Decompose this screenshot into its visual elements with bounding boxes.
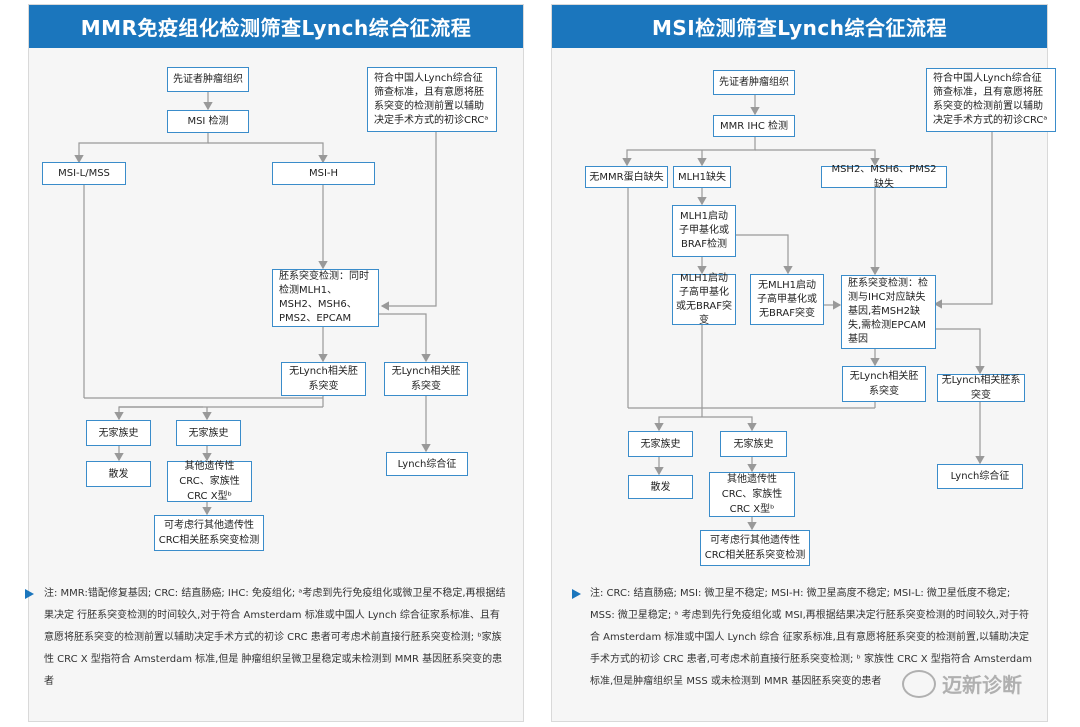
note-arrow-icon — [25, 589, 34, 599]
mutation-box: 无Lynch相关胚系突变 — [937, 374, 1025, 402]
right-connectors — [622, 95, 993, 531]
no-hypermethylation-box: 无MLH1启动子高甲基化或无BRAF突变 — [750, 274, 824, 325]
no-mutation-box: 无Lynch相关胚系突变 — [842, 366, 926, 402]
msi-l-mss-box: MSI-L/MSS — [42, 162, 126, 185]
proband-box: 先证者肿瘤组织 — [167, 67, 249, 92]
note-arrow-icon — [572, 589, 581, 599]
right-note: 注: CRC: 结直肠癌; MSI: 微卫星不稳定; MSI-H: 微卫星高度不… — [590, 588, 1032, 687]
no-mutation-box: 无Lynch相关胚系突变 — [281, 362, 366, 396]
msi-h-box: MSI-H — [272, 162, 375, 185]
watermark: 迈新诊断 — [902, 669, 1022, 698]
watermark-text: 迈新诊断 — [942, 673, 1022, 697]
right-title: MSI检测筛查Lynch综合征流程 — [552, 5, 1047, 48]
family-history-box: 无家族史 — [176, 420, 241, 446]
criteria-box: 符合中国人Lynch综合征筛查标准，且有意愿将胚系突变的检测前置以辅助决定手术方… — [926, 68, 1056, 132]
consider-test-box: 可考虑行其他遗传性CRC相关胚系突变检测 — [154, 515, 264, 551]
mlh1-loss-box: MLH1缺失 — [673, 166, 731, 188]
criteria-box: 符合中国人Lynch综合征筛查标准，且有意愿将胚系突变的检测前置以辅助决定手术方… — [367, 67, 497, 132]
right-panel: MSI检测筛查Lynch综合征流程 — [551, 4, 1056, 722]
mlh1-methylation-test-box: MLH1启动子甲基化或BRAF检测 — [672, 205, 736, 257]
sporadic-box: 散发 — [628, 475, 693, 499]
no-family-history-box: 无家族史 — [628, 431, 693, 457]
msh-loss-box: MSH2、MSH6、PMS2 缺失 — [821, 164, 947, 190]
germline-test-box: 胚系突变检测：检测与IHC对应缺失基因,若MSH2缺失,需检测EPCAM基因 — [841, 275, 936, 349]
other-hereditary-box: 其他遗传性CRC、家族性CRC X型ᵇ — [709, 472, 795, 517]
left-connectors — [74, 91, 437, 516]
family-history-box: 无家族史 — [720, 431, 787, 457]
mlh1-hypermethylation-box: MLH1启动子高甲基化或无BRAF突变 — [672, 273, 736, 326]
left-note: 注: MMR:错配修复基因; CRC: 结直肠癌; IHC: 免疫组化; ᵃ考虑… — [44, 588, 506, 687]
mmr-ihc-box: MMR IHC 检测 — [713, 115, 795, 137]
lynch-syndrome-box: Lynch综合征 — [386, 452, 468, 476]
left-title: MMR免疫组化检测筛查Lynch综合征流程 — [29, 5, 523, 48]
left-panel: MMR免疫组化检测筛查Lynch综合征流程 先证者肿瘤组织 — [25, 4, 524, 722]
wechat-icon — [902, 669, 936, 698]
other-hereditary-box: 其他遗传性CRC、家族性CRC X型ᵇ — [167, 461, 252, 502]
sporadic-box: 散发 — [86, 461, 151, 487]
proband-box: 先证者肿瘤组织 — [713, 70, 795, 95]
mutation-box: 无Lynch相关胚系突变 — [384, 362, 468, 396]
consider-test-box: 可考虑行其他遗传性CRC相关胚系突变检测 — [700, 530, 810, 566]
lynch-syndrome-box: Lynch综合征 — [937, 464, 1023, 489]
germline-test-box: 胚系突变检测：同时检测MLH1、MSH2、MSH6、PMS2、EPCAM — [272, 269, 379, 327]
no-mmr-loss-box: 无MMR蛋白缺失 — [585, 166, 668, 188]
msi-test-box: MSI 检测 — [167, 110, 249, 133]
no-family-history-box: 无家族史 — [86, 420, 151, 446]
